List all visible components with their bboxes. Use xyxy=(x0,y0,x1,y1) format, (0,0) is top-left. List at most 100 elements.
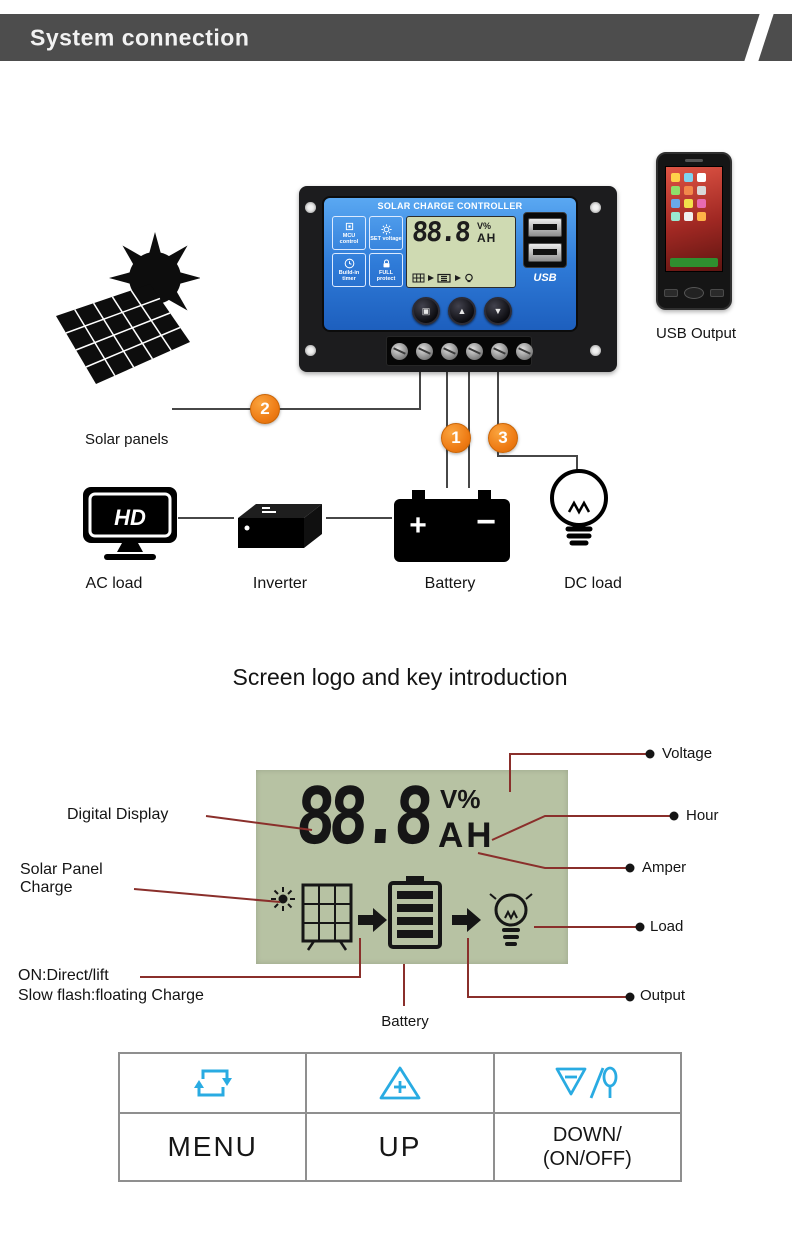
terminal-screw xyxy=(491,343,508,360)
app-icon xyxy=(697,173,706,182)
down-icon-cell xyxy=(494,1054,682,1114)
controller-up-button: ▲ xyxy=(448,297,476,325)
callout-load: Load xyxy=(650,918,684,935)
inverter-icon xyxy=(238,504,322,548)
down-key-label-line2: (ON/OFF) xyxy=(542,1148,632,1170)
controller-faceplate: SOLAR CHARGE CONTROLLER MCU control SET … xyxy=(322,196,578,332)
chip-icon xyxy=(345,222,353,230)
wire-load-drop xyxy=(576,455,578,471)
callout-hour: Hour xyxy=(686,807,719,824)
usb-slot xyxy=(533,224,557,230)
wire-load-vertical xyxy=(497,368,499,456)
callout-solar-panel-charge: Solar Panel Charge xyxy=(20,861,103,897)
feature-protect: FULL protect xyxy=(369,253,403,287)
controller-down-button: ▼ xyxy=(484,297,512,325)
app-icon xyxy=(684,212,693,221)
up-icon-cell xyxy=(307,1054,495,1114)
phone-key-left xyxy=(664,289,678,297)
lcd-flow-icons xyxy=(412,273,473,283)
lcd-voltage-unit: V% xyxy=(440,784,481,814)
gear-icon xyxy=(380,224,392,235)
wire-solar-vertical xyxy=(419,368,421,409)
feature-set-voltage: SET voltage xyxy=(369,216,403,250)
charge-controller: SOLAR CHARGE CONTROLLER MCU control SET … xyxy=(299,186,617,372)
app-icon xyxy=(671,199,680,208)
callout-output: Output xyxy=(640,987,686,1004)
up-plus-icon xyxy=(379,1066,421,1100)
battery-plus: + xyxy=(409,509,427,542)
app-icon xyxy=(684,173,693,182)
header-bar: System connection xyxy=(0,14,792,61)
controller-title: SOLAR CHARGE CONTROLLER xyxy=(377,201,523,211)
usb-slot xyxy=(533,249,557,255)
phone-key-right xyxy=(710,289,724,297)
wire-inverter-battery xyxy=(326,517,392,519)
terminal-screw xyxy=(441,343,458,360)
feature-label: FULL protect xyxy=(376,269,396,282)
usb-output-label: USB Output xyxy=(655,325,737,342)
lcd-value: 88.8 xyxy=(410,217,471,248)
lcd-amper-hour-unit: AH xyxy=(438,816,495,855)
callout-battery: Battery xyxy=(381,1013,429,1030)
wire-load-horizontal xyxy=(497,455,578,457)
feature-label: Build-in timer xyxy=(338,269,360,282)
wire-solar-horizontal xyxy=(172,408,421,410)
app-icon xyxy=(684,186,693,195)
mounting-hole xyxy=(305,345,316,356)
usb-label: USB xyxy=(533,272,557,284)
dc-load-label: DC load xyxy=(564,575,622,592)
callout-solar-panel-charge-line2: Charge xyxy=(20,879,73,896)
controller-feature-grid: MCU control SET voltage Build-in timer F… xyxy=(332,216,403,287)
bulb-small-icon xyxy=(489,893,533,946)
app-icon xyxy=(671,212,680,221)
feature-mcu: MCU control xyxy=(332,216,366,250)
callout-slow-flash: Slow flash:floating Charge xyxy=(18,987,204,1004)
phone-speaker xyxy=(685,159,703,162)
terminal-screw xyxy=(466,343,483,360)
controller-lcd: 88.8 V% AH xyxy=(406,216,516,288)
app-icon xyxy=(684,199,693,208)
feature-label: SET voltage xyxy=(370,235,402,242)
terminal-screw xyxy=(391,343,408,360)
arrow-right-icon xyxy=(452,908,482,932)
mounting-hole xyxy=(590,202,601,213)
wire-number-3: 3 xyxy=(488,423,518,453)
battery-minus: − xyxy=(476,503,496,541)
feature-timer: Build-in timer xyxy=(332,253,366,287)
lcd-units: V% AH xyxy=(477,221,497,245)
phone-keys xyxy=(658,287,730,299)
battery-label: Battery xyxy=(424,575,476,592)
solar-panel-icon xyxy=(56,284,190,384)
app-icon xyxy=(671,186,680,195)
mounting-hole xyxy=(305,202,316,213)
down-key-label: DOWN/ (ON/OFF) xyxy=(494,1114,682,1182)
phone-taskbar xyxy=(670,258,718,267)
menu-cycle-icon xyxy=(193,1069,232,1097)
battery-small-icon xyxy=(388,876,442,949)
app-icon xyxy=(671,173,680,182)
callout-voltage: Voltage xyxy=(662,745,713,762)
phone-key-center xyxy=(684,287,704,299)
dc-load-bulb-icon xyxy=(550,469,608,546)
battery-icon: + − xyxy=(394,490,510,562)
feature-label: MCU control xyxy=(339,232,359,245)
solar-panels-label: Solar panels xyxy=(85,431,169,448)
terminal-screw xyxy=(516,343,533,360)
menu-key-label: MENU xyxy=(120,1114,308,1182)
wire-battery-2 xyxy=(468,368,470,488)
lcd-unit-v: V% xyxy=(477,221,492,231)
callout-solar-panel-charge-line1: Solar Panel xyxy=(20,861,103,878)
inverter-label: Inverter xyxy=(252,575,308,592)
lcd-unit-ah: AH xyxy=(477,230,497,245)
callout-on-direct: ON:Direct/lift xyxy=(18,967,109,984)
terminal-screw xyxy=(416,343,433,360)
arrow-right-icon xyxy=(358,908,388,932)
wire-number-1: 1 xyxy=(441,423,471,453)
up-key-label: UP xyxy=(307,1114,495,1182)
ac-load-monitor-icon: HD xyxy=(83,487,177,560)
wire-ac-inverter xyxy=(178,517,234,519)
wire-number-2: 2 xyxy=(250,394,280,424)
header-slash-decoration xyxy=(744,14,774,61)
solar-panel-small-icon xyxy=(301,883,353,951)
